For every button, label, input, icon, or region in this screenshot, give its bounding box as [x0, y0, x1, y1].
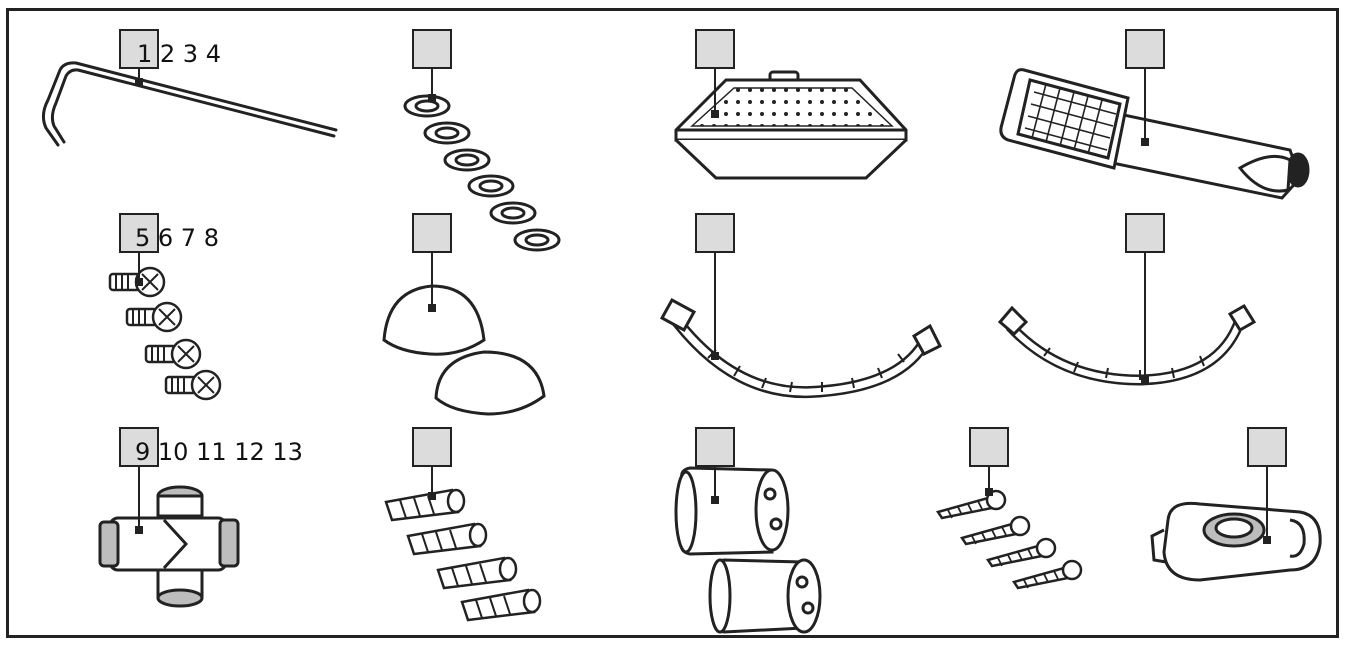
label-row-3: 9 10 11 12 13: [135, 438, 303, 466]
callout-box-11: [695, 427, 735, 467]
part-slider-holder: [1150, 501, 1322, 582]
callout-box-1: [119, 29, 159, 69]
callout-box-13: [1247, 427, 1287, 467]
callout-box-10: [412, 427, 452, 467]
label-row-1: 1 2 3 4: [137, 40, 221, 68]
part-cover-caps: [382, 284, 546, 416]
part-wall-mounts: [674, 466, 822, 634]
part-shower-arm: [41, 61, 338, 147]
part-rain-shower-head: [674, 70, 908, 180]
part-shower-hose: [659, 297, 943, 399]
callout-box-12: [969, 427, 1009, 467]
diagram-frame: [6, 8, 1339, 638]
part-screws-short: [108, 266, 222, 401]
callout-box-5: [119, 213, 159, 253]
callouts: [119, 29, 1287, 544]
callout-box-2: [412, 29, 452, 69]
part-hand-shower: [999, 68, 1310, 200]
callout-box-7: [695, 213, 735, 253]
part-washers: [403, 94, 561, 252]
callout-box-3: [695, 29, 735, 69]
callout-box-6: [412, 213, 452, 253]
callout-box-4: [1125, 29, 1165, 69]
callout-box-8: [1125, 213, 1165, 253]
label-row-2: 5 6 7 8: [135, 224, 219, 252]
part-diverter-valve: [98, 485, 240, 608]
part-screws-long: [936, 489, 1083, 590]
part-connection-hose: [997, 303, 1257, 386]
part-wall-plugs: [384, 488, 542, 622]
